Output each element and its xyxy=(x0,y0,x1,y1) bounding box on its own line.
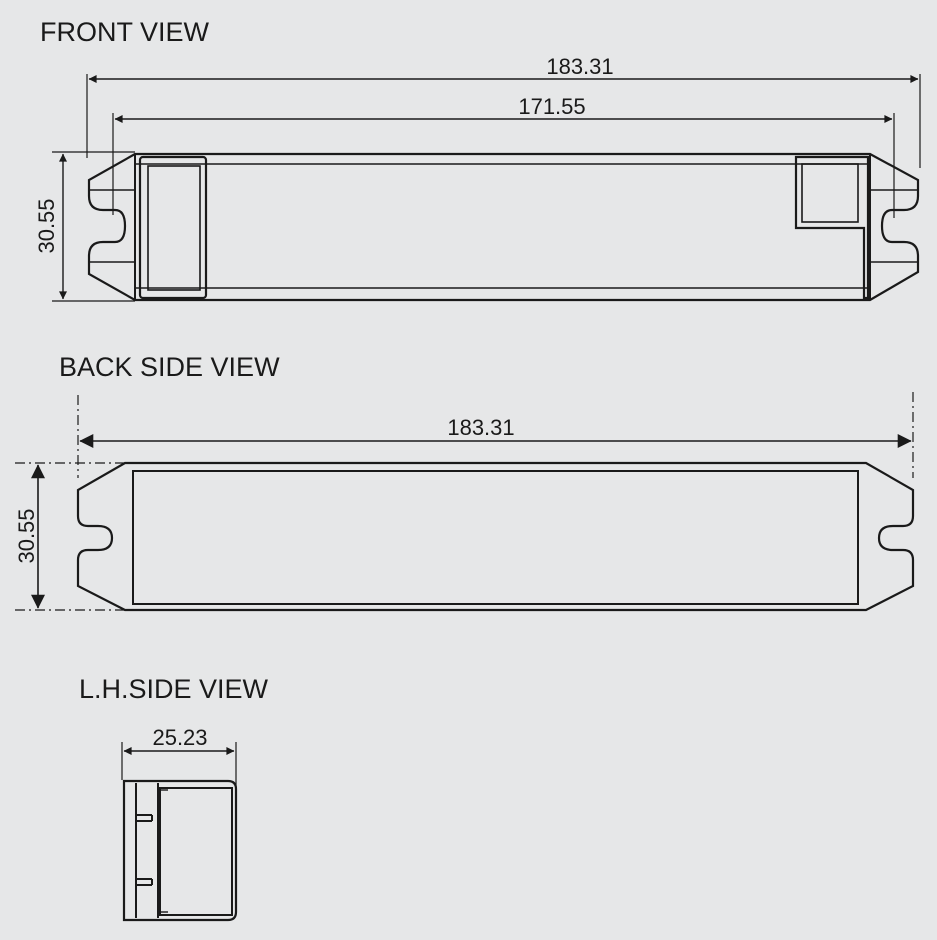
front-hole-spacing-label: 171.55 xyxy=(518,94,585,119)
front-overall-length-dimension: 183.31 xyxy=(86,54,921,168)
back-side-view-title: BACK SIDE VIEW xyxy=(59,352,280,382)
back-height-label: 30.55 xyxy=(14,508,39,563)
front-hole-spacing-dimension: 171.55 xyxy=(112,94,895,218)
front-housing xyxy=(87,152,920,302)
lh-side-view-title: L.H.SIDE VIEW xyxy=(79,674,269,704)
back-side-view: BACK SIDE VIEW 183.31 30.55 xyxy=(14,352,915,612)
front-view: FRONT VIEW 183.31 171.55 30.55 xyxy=(34,17,921,302)
lh-width-label: 25.23 xyxy=(152,725,207,750)
back-overall-length-label: 183.31 xyxy=(447,415,514,440)
front-view-title: FRONT VIEW xyxy=(40,17,210,47)
lh-width-dimension: 25.23 xyxy=(121,725,237,787)
front-height-dimension: 30.55 xyxy=(34,151,135,302)
lh-profile xyxy=(122,779,238,922)
back-overall-length-dimension: 183.31 xyxy=(79,415,912,448)
back-housing xyxy=(76,461,915,612)
lh-side-view: L.H.SIDE VIEW 25.23 xyxy=(79,674,269,922)
back-height-dimension: 30.55 xyxy=(14,464,45,609)
front-height-label: 30.55 xyxy=(34,198,59,253)
front-overall-length-label: 183.31 xyxy=(546,54,613,79)
